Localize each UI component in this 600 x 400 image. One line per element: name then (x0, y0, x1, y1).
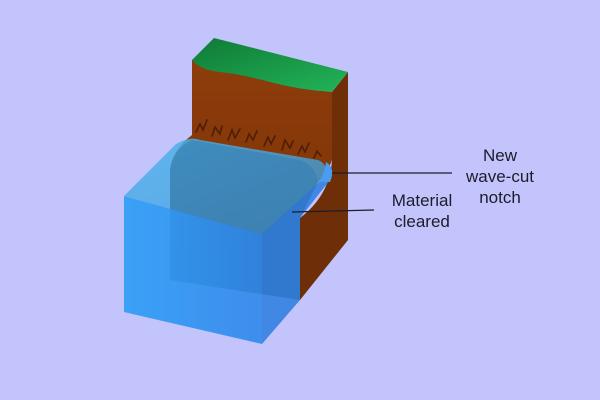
notch-label-line-2: wave-cut (465, 167, 535, 186)
water-front-face (124, 196, 262, 344)
notch-highlight (318, 162, 333, 182)
root-band (195, 119, 322, 159)
cleared-label-line-2: cleared (394, 212, 450, 231)
water-side-face (262, 176, 330, 344)
cliff-side-face (300, 72, 348, 300)
cleared-leader-line (291, 209, 375, 213)
material-cleared-label: Material cleared (374, 190, 470, 232)
grass-top (192, 38, 348, 92)
notch-label: New wave-cut notch (452, 145, 548, 208)
notch-label-line-3: notch (479, 188, 521, 207)
notch-label-line-1: New (482, 146, 517, 165)
cleared-label-line-1: Material (391, 191, 453, 210)
